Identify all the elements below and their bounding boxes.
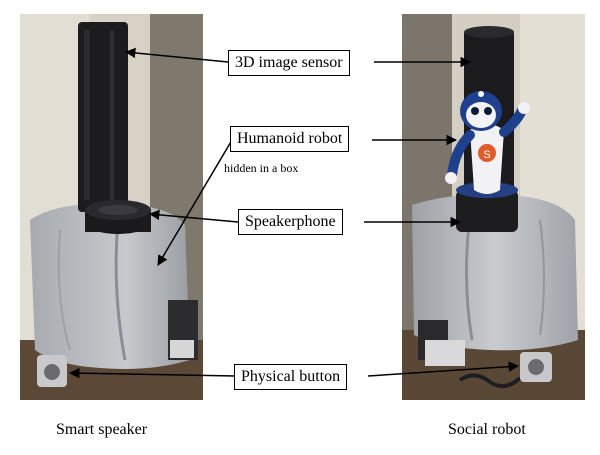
smart-speaker-photo <box>20 14 203 400</box>
arrows <box>68 47 520 379</box>
arrow-icon <box>68 367 237 379</box>
svg-text:S: S <box>483 149 490 161</box>
arrow-icon <box>157 139 233 266</box>
label-humanoid-robot: Humanoid robot <box>230 126 350 152</box>
label-speakerphone: Speakerphone <box>238 209 343 235</box>
arrow-icon <box>148 209 239 223</box>
arrow-icon <box>124 47 229 63</box>
arrow-icon <box>367 361 520 377</box>
label-3d-image-sensor: 3D image sensor <box>228 50 350 76</box>
caption-social-robot: Social robot <box>448 421 526 438</box>
note-hidden-in-a-box: hidden in a box <box>224 161 299 175</box>
caption-smart-speaker: Smart speaker <box>56 421 148 438</box>
label-physical-button: Physical button <box>234 364 348 390</box>
social-robot-photo: S <box>402 14 585 400</box>
